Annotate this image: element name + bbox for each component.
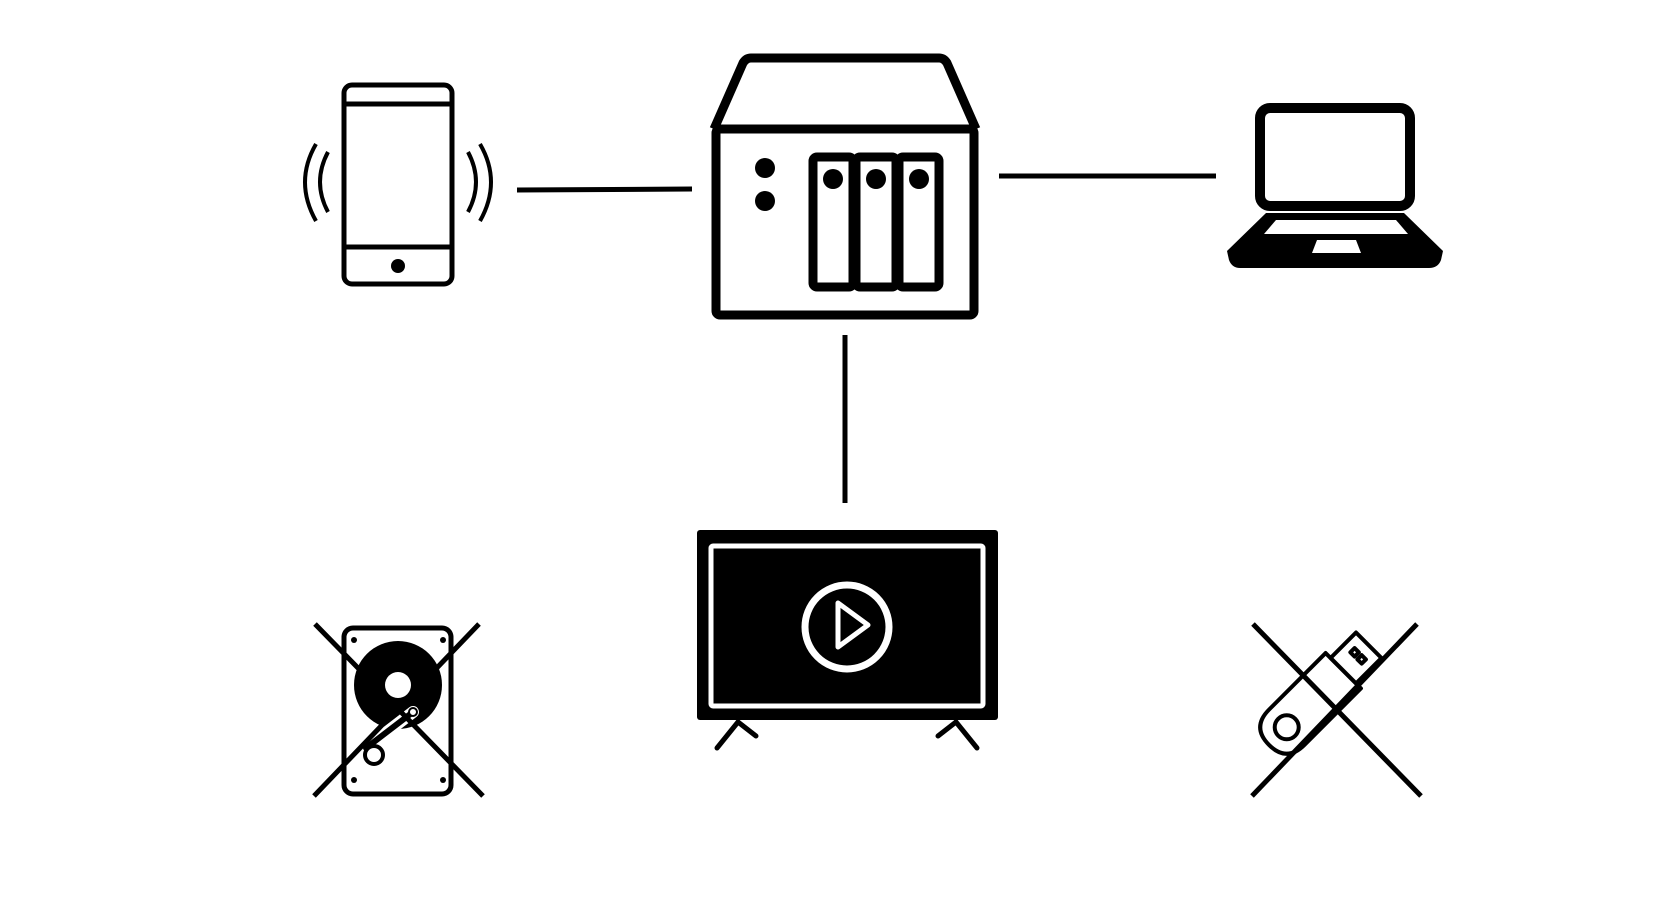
hard-drive-cross-out	[312, 622, 485, 798]
usb-drive-cross-out	[1250, 622, 1423, 798]
tv-play-icon	[697, 530, 998, 751]
nas-storage-icon	[709, 53, 981, 320]
connector-phone-nas	[516, 186, 693, 193]
smartphone-wireless-icon	[303, 82, 493, 287]
laptop-icon	[1227, 103, 1443, 268]
